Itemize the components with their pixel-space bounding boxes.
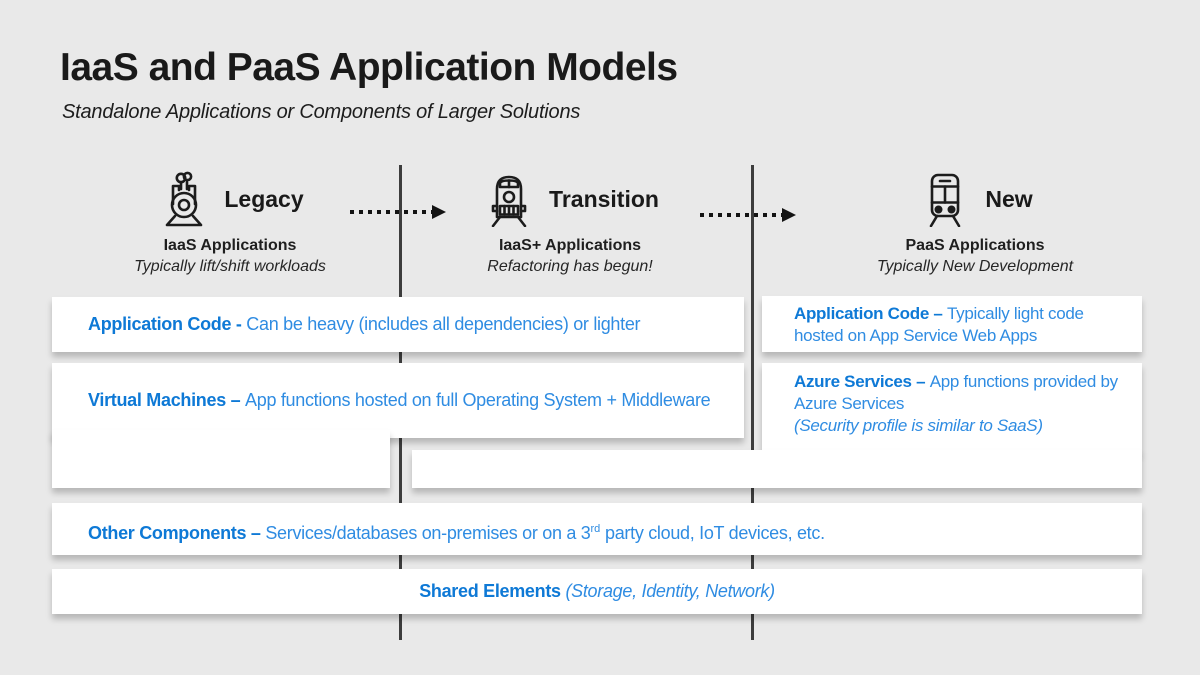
azure-services-text: App functions provided by Azure Services: [794, 372, 1118, 413]
stage-new: New PaaS Applications Typically New Deve…: [835, 168, 1115, 276]
stage-legacy-description: Typically lift/shift workloads: [134, 258, 326, 275]
azure-services-note: (Security profile is similar to SaaS): [794, 416, 1043, 435]
stage-new-apptype: PaaS Applications: [905, 237, 1045, 254]
modern-train-icon: [917, 171, 973, 227]
application-code-right-text: Typically light code hosted on App Servi…: [794, 304, 1084, 345]
column-divider-right: [751, 165, 754, 640]
middle-empty-box: [412, 450, 1142, 488]
stage-legacy-label: Legacy: [224, 185, 304, 212]
application-code-right-label: Application Code –: [794, 304, 947, 323]
stage-new-description: Typically New Development: [876, 258, 1074, 275]
application-code-left-box: Application Code - Can be heavy (include…: [52, 297, 744, 352]
stage-new-header: New: [835, 168, 1115, 230]
shared-elements-box: Shared Elements (Storage, Identity, Netw…: [52, 569, 1142, 614]
page-subtitle: Standalone Applications or Components of…: [62, 101, 581, 123]
shared-elements-label: Shared Elements: [419, 581, 566, 601]
application-code-right-box: Application Code – Typically light code …: [762, 296, 1142, 352]
virtual-machines-box: Virtual Machines – App functions hosted …: [52, 363, 744, 438]
application-code-left-label: Application Code -: [88, 314, 247, 334]
stage-transition-label: Transition: [549, 185, 659, 212]
stage-new-label: New: [985, 185, 1033, 212]
ordinal-superscript: rd: [590, 523, 601, 535]
shared-elements-note: (Storage, Identity, Network): [565, 581, 775, 601]
virtual-machines-box-extension: [52, 430, 390, 488]
azure-services-box: Azure Services – App functions provided …: [762, 363, 1142, 453]
stage-legacy: Legacy IaaS Applications Typically lift/…: [90, 168, 370, 276]
other-components-label: Other Components –: [88, 523, 266, 543]
locomotive-front-icon: [481, 171, 537, 227]
other-components-box: Other Components – Services/databases on…: [52, 503, 1142, 555]
stage-transition: Transition IaaS+ Applications Refactorin…: [430, 168, 710, 276]
azure-services-label: Azure Services –: [794, 372, 930, 391]
stage-transition-header: Transition: [430, 168, 710, 230]
application-code-left-text: Can be heavy (includes all dependencies)…: [246, 314, 641, 334]
steam-locomotive-icon: [156, 171, 212, 227]
other-components-text-pre: Services/databases on-premises or on a 3: [265, 523, 591, 543]
virtual-machines-text: App functions hosted on full Operating S…: [245, 390, 711, 410]
virtual-machines-label: Virtual Machines –: [88, 390, 246, 410]
dotted-arrow-transition-to-new: [698, 206, 798, 229]
stage-transition-apptype: IaaS+ Applications: [498, 237, 642, 254]
page-title: IaaS and PaaS Application Models: [60, 46, 678, 89]
stage-transition-description: Refactoring has begun!: [487, 258, 653, 275]
dotted-arrow-legacy-to-transition: [348, 203, 448, 226]
stage-legacy-apptype: IaaS Applications: [163, 237, 297, 254]
stage-legacy-header: Legacy: [90, 168, 370, 230]
other-components-text-post: party cloud, IoT devices, etc.: [600, 523, 825, 543]
